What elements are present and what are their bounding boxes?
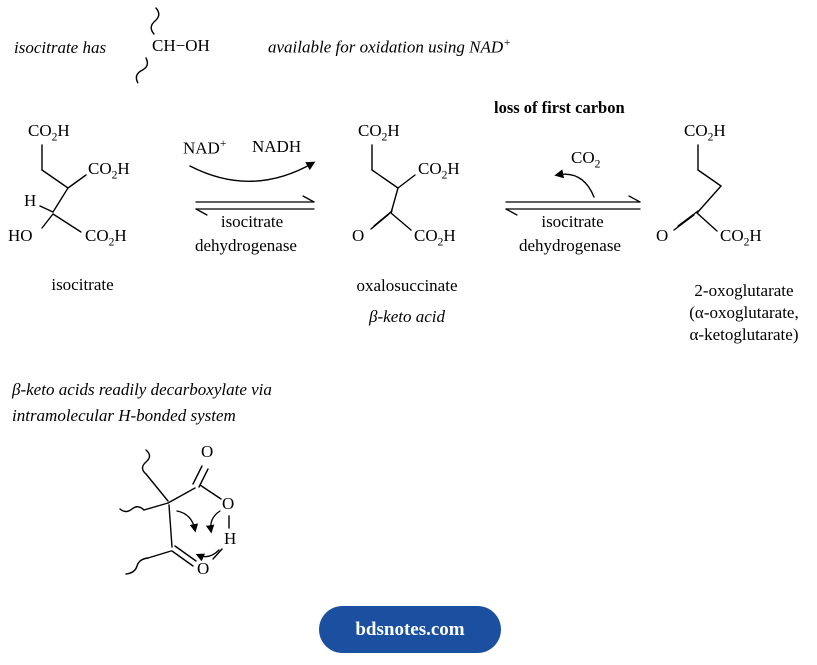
oxalosuccinate-co2h-mid: CO2H — [418, 159, 460, 182]
isocitrate-skeleton — [39, 144, 87, 233]
isocitrate-co2h-top: CO2H — [28, 121, 70, 144]
arrow2-enzyme-line2: dehydrogenase — [519, 236, 621, 255]
isocitrate-co2h-bot: CO2H — [85, 226, 127, 249]
header-intro-text: isocitrate has — [14, 38, 107, 57]
header-note-text: available for oxidation using NAD+ — [268, 36, 511, 57]
badge-label: bdsnotes.com — [355, 618, 465, 640]
nadh-label: NADH — [252, 137, 302, 156]
note-line1: β-keto acids readily decarboxylate via — [12, 380, 272, 399]
mechanism-skeleton — [119, 449, 230, 575]
isocitrate-name: isocitrate — [51, 275, 114, 294]
oxalosuccinate-co2h-bot: CO2H — [414, 226, 456, 249]
beta-keto-acid-label: β-keto acid — [369, 307, 445, 326]
equilibrium-arrows-2 — [505, 195, 641, 216]
fragment-squiggle-bonds — [135, 7, 160, 84]
co2-label: CO2 — [571, 148, 601, 171]
nad-label: NAD+ — [183, 137, 227, 158]
oxoglutarate-co2h-top: CO2H — [684, 121, 726, 144]
co2-curved-arrow — [554, 169, 595, 198]
bdsnotes-badge: bdsnotes.com — [319, 606, 501, 653]
oxoglutarate-name-line2: (α-oxoglutarate, — [689, 303, 799, 322]
oxoglutarate-co2h-bot: CO2H — [720, 226, 762, 249]
arrow2-enzyme-line1: isocitrate — [541, 212, 604, 231]
note-line2: intramolecular H-bonded system — [12, 406, 236, 425]
mech-o-bottom-label: O — [197, 559, 210, 578]
arrow1-enzyme-line2: dehydrogenase — [195, 236, 297, 255]
oxoglutarate-o-label: O — [656, 226, 669, 245]
oxalosuccinate-co2h-top: CO2H — [358, 121, 400, 144]
isocitrate-ho-label: HO — [8, 226, 33, 245]
oxoglutarate-name-line3: α-ketoglutarate) — [689, 325, 799, 344]
nad-arc-arrow — [189, 161, 316, 182]
isocitrate-h-label: H — [24, 191, 37, 210]
oxoglutarate-name-line1: 2-oxoglutarate — [694, 281, 794, 300]
mechanism-curved-arrows — [176, 510, 221, 562]
mech-o-right-label: O — [222, 494, 235, 513]
oxalosuccinate-skeleton — [370, 144, 416, 231]
oxalosuccinate-name: oxalosuccinate — [356, 276, 458, 295]
mech-o-top-label: O — [201, 442, 214, 461]
oxalosuccinate-o-label: O — [352, 226, 365, 245]
isocitrate-co2h-mid: CO2H — [88, 159, 130, 182]
oxoglutarate-skeleton — [673, 144, 722, 232]
mech-h-label: H — [224, 529, 237, 548]
loss-of-first-carbon-label: loss of first carbon — [494, 98, 625, 117]
arrow1-enzyme-line1: isocitrate — [220, 212, 284, 231]
ch-oh-fragment: CH−OH — [152, 36, 210, 55]
equilibrium-arrows-1 — [195, 195, 315, 216]
